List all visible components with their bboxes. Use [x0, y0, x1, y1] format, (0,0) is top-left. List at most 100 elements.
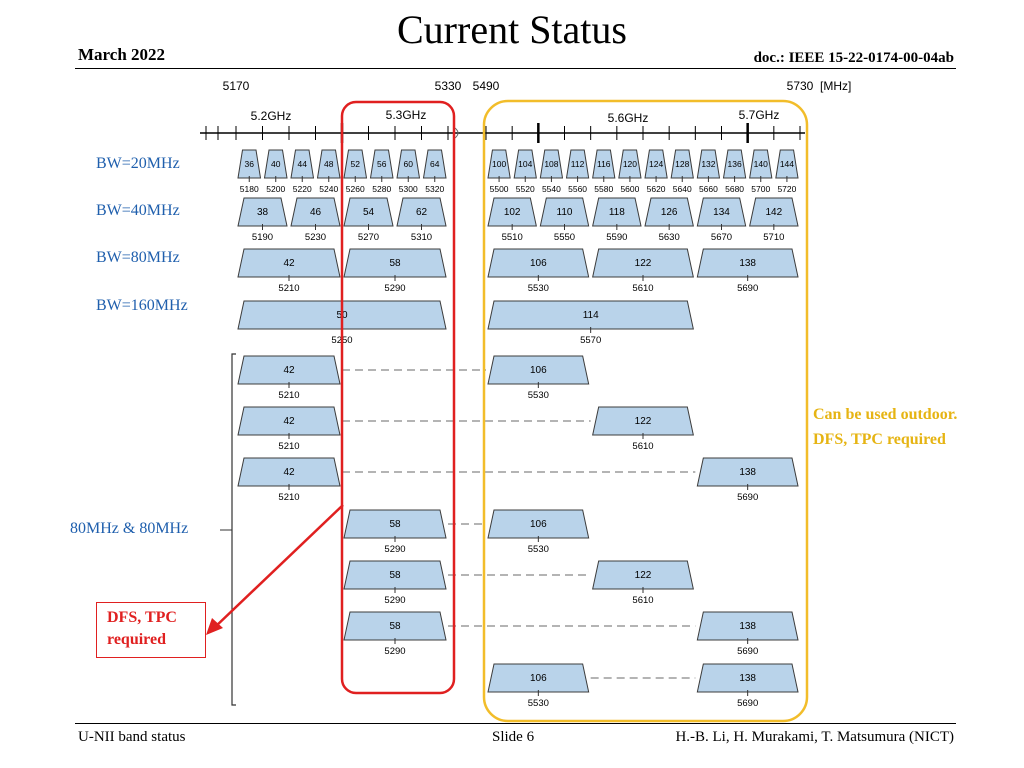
pair-6-channel-138-freq: 5690	[737, 646, 758, 657]
channel-160-114-freq: 5570	[580, 335, 601, 346]
footer-topic: U-NII band status	[78, 729, 186, 745]
channel-20-40-shape	[263, 149, 288, 179]
channel-20-136: 136 5680	[722, 149, 747, 194]
axis-label-5330: 5330	[435, 79, 462, 93]
pair-4-channel-58-number: 58	[389, 519, 401, 530]
pair-5-channel-122-shape	[592, 560, 694, 590]
channel-20-116-freq: 5580	[594, 184, 613, 194]
channel-20-108-shape	[539, 149, 564, 179]
doc-id: doc.: IEEE 15-22-0174-00-04ab	[753, 50, 954, 66]
channel-80-122-number: 122	[635, 258, 652, 269]
band-label-5-7ghz: 5.7GHz	[739, 108, 780, 122]
channel-160-114-number: 114	[583, 310, 599, 321]
channel-40-62-number: 62	[416, 207, 428, 218]
channel-40-46-number: 46	[310, 207, 322, 218]
bw-label-80mhz: BW=80MHz	[96, 249, 180, 266]
channel-20-44-freq: 5220	[293, 184, 312, 194]
axis-label-5170: 5170	[223, 79, 250, 93]
channel-20-116-number: 116	[597, 159, 611, 169]
channel-20-52-number: 52	[351, 159, 361, 169]
pair-7-channel-138-number: 138	[739, 673, 756, 684]
channel-80-58-shape	[343, 248, 447, 278]
channel-20-104-freq: 5520	[516, 184, 535, 194]
channel-20-136-freq: 5680	[725, 184, 744, 194]
bw-label-160mhz: BW=160MHz	[96, 297, 188, 314]
pair-7-channel-106-number: 106	[530, 673, 547, 684]
bw-label-40mhz: BW=40MHz	[96, 202, 180, 219]
channel-20-56-freq: 5280	[372, 184, 391, 194]
channel-40-126-freq: 5630	[659, 232, 680, 243]
channel-20-124-shape	[644, 149, 668, 179]
footer-divider	[75, 723, 956, 724]
bw-label-20mhz: BW=20MHz	[96, 155, 180, 172]
pair-7-channel-106-freq: 5530	[528, 698, 549, 709]
channel-20-136-number: 136	[727, 159, 741, 169]
dfs-arrow-head	[206, 618, 223, 635]
channel-20-120-shape	[618, 149, 642, 179]
channel-40-54-shape	[343, 197, 394, 227]
channel-80-106-number: 106	[530, 258, 547, 269]
channel-40-46: 46 5230	[290, 197, 341, 243]
channel-80-42-freq: 5210	[278, 283, 299, 294]
pair-3-channel-42-freq: 5210	[278, 492, 299, 503]
channel-20-144-number: 144	[780, 159, 794, 169]
channel-20-144-shape	[775, 149, 799, 179]
band-label-5-3ghz: 5.3GHz	[386, 108, 427, 122]
pair-5-channel-122-freq: 5610	[632, 595, 653, 606]
channel-40-118-shape	[592, 197, 642, 227]
channel-40-126-number: 126	[661, 207, 678, 218]
channel-40-62-shape	[396, 197, 447, 227]
header-divider	[75, 68, 956, 69]
pair-4-channel-58-shape	[343, 509, 447, 539]
channel-20-112-freq: 5560	[568, 184, 587, 194]
dfs-note-box: DFS, TPC required	[96, 602, 206, 658]
pair-6-channel-138-shape	[696, 611, 799, 641]
pair-1-channel-106-shape	[487, 355, 590, 385]
channel-40-126: 126 5630	[644, 197, 694, 243]
bw-label-80-80mhz: 80MHz & 80MHz	[70, 520, 189, 537]
pair-1-channel-106-number: 106	[530, 365, 547, 376]
pair-2-channel-42-freq: 5210	[278, 441, 299, 452]
page-title: Current Status	[397, 7, 627, 52]
channel-20-128-number: 128	[675, 159, 689, 169]
dfs-arrow-line	[213, 504, 344, 629]
channel-20-104-number: 104	[518, 159, 532, 169]
channel-20-104: 104 5520	[513, 149, 537, 194]
channel-40-46-freq: 5230	[305, 232, 326, 243]
pair-1-channel-42-freq: 5210	[278, 390, 299, 401]
channel-20-64-freq: 5320	[425, 184, 444, 194]
channel-20-108-freq: 5540	[542, 184, 561, 194]
channel-20-124-number: 124	[649, 159, 663, 169]
pair-1-channel-106-freq: 5530	[528, 390, 549, 401]
pair-5-channel-58-number: 58	[389, 570, 401, 581]
doc-date: March 2022	[78, 45, 166, 64]
channel-20-144-freq: 5720	[777, 184, 796, 194]
channel-40-46-shape	[290, 197, 341, 227]
pair-6-channel-58-number: 58	[389, 621, 401, 632]
pair-3-channel-138-number: 138	[739, 467, 756, 478]
channel-20-128-freq: 5640	[673, 184, 692, 194]
channel-20-44-shape	[290, 149, 315, 179]
